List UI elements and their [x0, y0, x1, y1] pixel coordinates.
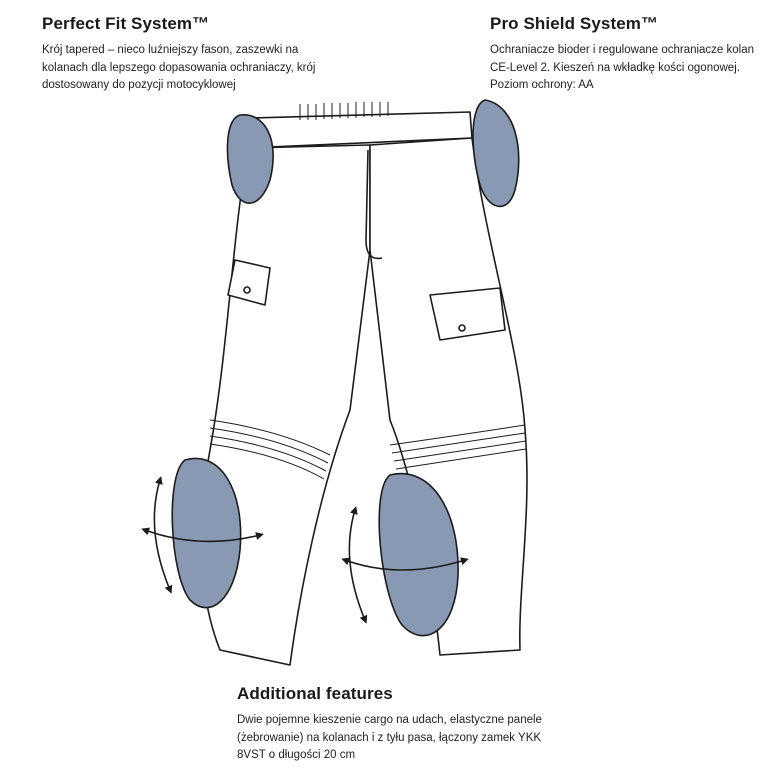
knee-ribbing [209, 419, 527, 480]
additional-features-description: Dwie pojemne kieszenie cargo na udach, e… [237, 714, 542, 761]
hip-armor [226, 99, 520, 208]
perfect-fit-section: Perfect Fit System™ Krój tapered – nieco… [42, 14, 342, 95]
left-hip-pad [226, 114, 274, 204]
pro-shield-description: Ochraniacze bioder i regulowane ochrania… [490, 44, 755, 91]
waist-ribbing [299, 102, 389, 120]
right-cargo-pocket [429, 287, 506, 341]
perfect-fit-title: Perfect Fit System™ [42, 14, 210, 33]
pro-shield-title: Pro Shield System™ [490, 14, 659, 33]
right-hip-pad [472, 99, 520, 208]
additional-features-section: Additional features Dwie pojemne kieszen… [237, 684, 557, 765]
additional-features-title: Additional features [237, 684, 393, 703]
pro-shield-section: Pro Shield System™ Ochraniacze bioder i … [490, 14, 765, 95]
left-cargo-pocket [227, 259, 271, 306]
pants-illustration [141, 99, 528, 666]
right-knee-pad [378, 472, 459, 637]
perfect-fit-description: Krój tapered – nieco luźniejszy fason, z… [42, 44, 316, 91]
adjust-arrows [141, 476, 469, 624]
